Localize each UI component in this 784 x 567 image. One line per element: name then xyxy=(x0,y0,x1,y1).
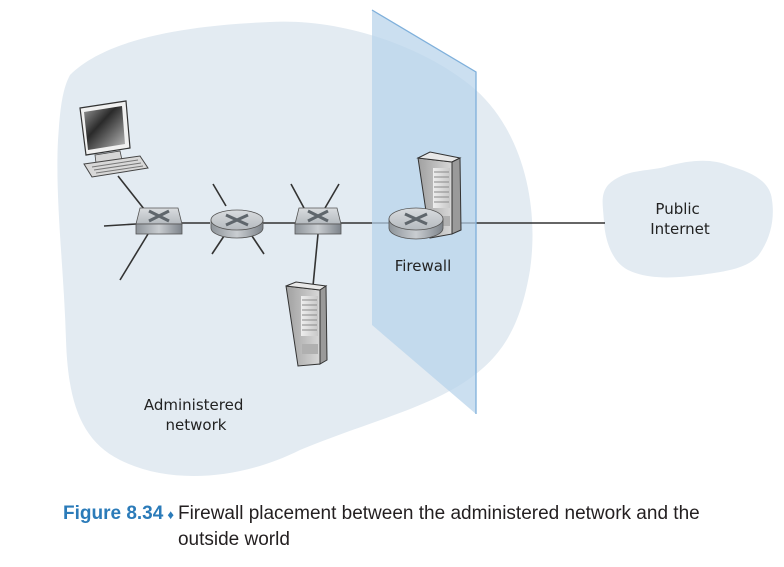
network-links xyxy=(103,175,605,287)
router-icon xyxy=(210,209,264,239)
link-router1-stub-br xyxy=(251,235,265,255)
public-internet-cloud xyxy=(602,160,773,278)
link-switch2-server xyxy=(312,233,319,287)
link-router1-stub-tl xyxy=(212,183,227,207)
firewall-router-icon xyxy=(388,207,444,240)
administered-network-label: Administered network xyxy=(144,396,248,434)
link-switch1-stub-left xyxy=(103,223,137,227)
firewall-server-icon xyxy=(416,151,462,239)
caption-separator-icon: ♦ xyxy=(167,507,174,522)
caption-text: Firewall placement between the administe… xyxy=(177,503,700,550)
firewall-label: Firewall xyxy=(395,257,452,275)
link-switch1-stub-down xyxy=(119,233,149,281)
public-internet-label: Public Internet xyxy=(650,200,710,238)
firewall-plane-edge xyxy=(371,9,477,414)
link-switch2-stub-l xyxy=(290,183,305,209)
figure-caption: Figure 8.34♦Firewall placement between t… xyxy=(63,501,773,553)
server-icon xyxy=(285,281,328,367)
figure-number: Figure 8.34 xyxy=(63,503,164,524)
workstation-icon xyxy=(79,100,149,178)
switch-icon xyxy=(135,207,183,235)
link-router1-stub-bl xyxy=(211,235,225,255)
link-switch2-stub-r xyxy=(324,183,340,209)
switch-icon xyxy=(294,207,342,235)
firewall-diagram: Firewall Public Internet Administered ne… xyxy=(57,9,773,477)
